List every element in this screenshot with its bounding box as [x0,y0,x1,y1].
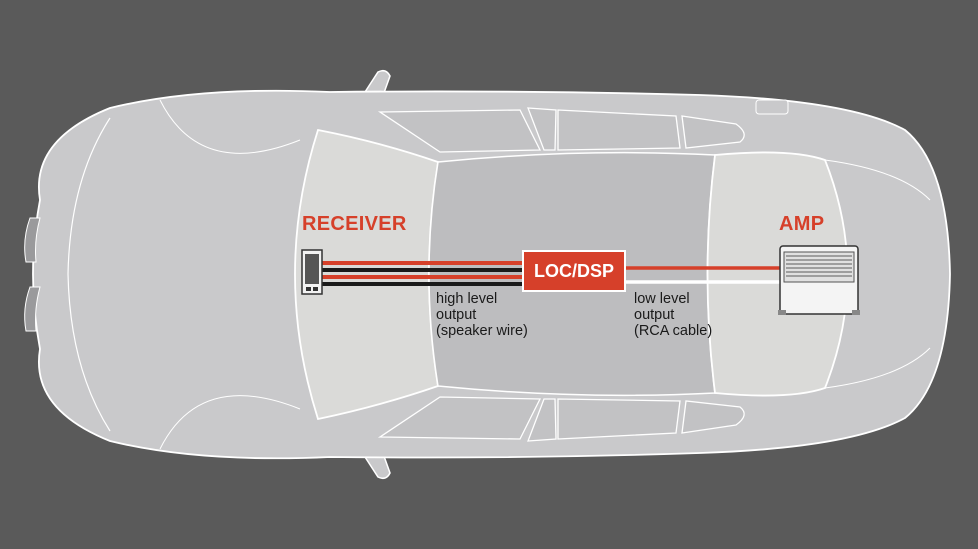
amplifier-icon [778,245,860,315]
pillar-top [527,107,557,151]
low-level-line-3: (RCA cable) [634,323,713,339]
side-window-front-top [377,109,542,153]
side-window-rear-top [557,109,681,151]
hood-crease-top [159,99,301,154]
low-level-line-2: output [634,307,675,323]
high-level-output-note: high level output (speaker wire) [436,291,528,339]
quarter-window-bottom [681,400,745,434]
receiver-label: RECEIVER [302,213,407,235]
hood-line [67,117,111,432]
quarter-window-top [681,115,745,149]
front-grille-upper [24,217,41,263]
pillar-bottom [527,398,557,442]
trunk-line-top [824,159,931,201]
fuel-door [755,99,789,115]
trunk-line-bottom [824,347,931,389]
rca-cable [626,266,782,284]
side-window-front-bottom [377,396,542,440]
low-level-line-1: low level [634,291,690,307]
high-level-line-3: (speaker wire) [436,323,528,339]
loc-dsp-label: LOC/DSP [522,250,626,292]
high-level-line-1: high level [436,291,498,307]
side-window-rear-bottom [557,398,681,440]
front-grille-lower [24,286,41,332]
head-unit-icon [301,249,323,295]
amp-label: AMP [779,213,825,235]
speaker-wire-bundle [322,261,524,286]
hood-crease-bottom [159,395,301,450]
low-level-output-note: low level output (RCA cable) [634,291,712,339]
high-level-line-2: output [436,307,477,323]
loc-dsp-box-fill [522,250,626,292]
